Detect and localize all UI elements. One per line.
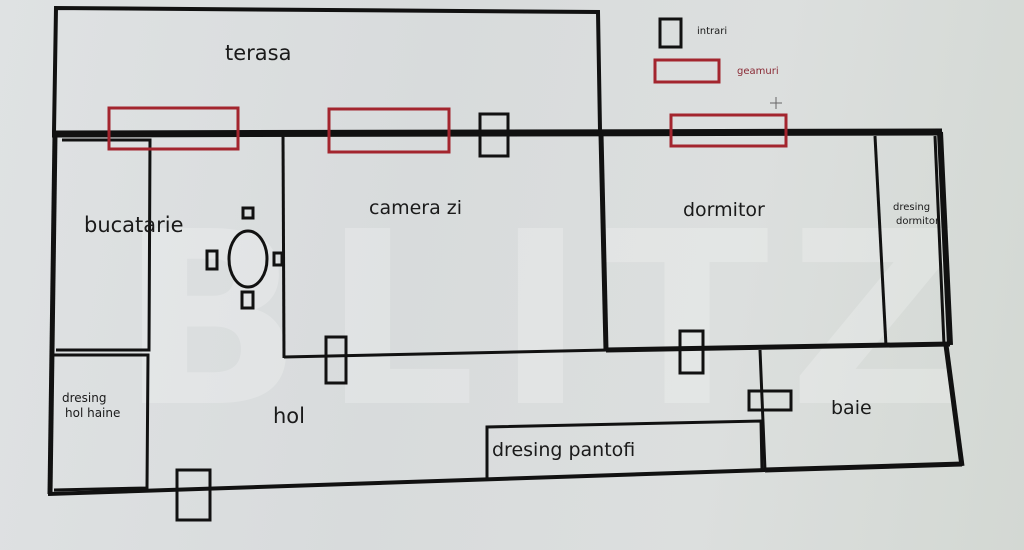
room-label-hall-closet-line1: dresing (62, 391, 107, 405)
chair-bottom (240, 290, 255, 310)
bathroom-bottom-wall (764, 461, 963, 473)
door-bathroom (747, 389, 793, 412)
room-label-terrace: terasa (225, 41, 292, 65)
living-bedroom-wall (598, 133, 609, 351)
room-label-bedroom-closet-line1: dresing (893, 202, 931, 213)
room-label-bedroom-closet-line2: dormitor (896, 216, 940, 227)
kitchen-wall (56, 138, 152, 352)
top-wall (51, 128, 943, 138)
door-terrace (478, 112, 510, 158)
cursor-crosshair-icon (770, 97, 782, 109)
living-left-wall (281, 133, 286, 359)
door-living (324, 335, 348, 385)
right-wall-outer (943, 344, 965, 467)
bedroom-closet-wall (873, 135, 888, 347)
chair-left (205, 249, 219, 271)
left-wall (47, 133, 58, 495)
chair-right (272, 251, 284, 267)
room-label-hall: hol (273, 404, 305, 428)
legend-window-symbol (653, 58, 721, 84)
room-label-bathroom: baie (831, 397, 872, 419)
living-bottom-wall (283, 348, 609, 359)
terrace-outline (52, 5, 602, 133)
window-bedroom (669, 113, 788, 148)
room-label-kitchen: bucatarie (84, 213, 184, 237)
bedroom-bottom-wall (605, 341, 951, 353)
bedroom-closet-right (933, 135, 946, 346)
right-wall-upper (937, 131, 953, 346)
hall-closet-wall (53, 353, 150, 492)
chair-top (241, 206, 255, 220)
room-label-living: camera zi (369, 197, 463, 219)
legend-window-label: geamuri (737, 66, 779, 77)
room-label-shoe-closet: dresing pantofi (492, 439, 636, 461)
window-living (327, 107, 451, 154)
shoe-closet-wall (485, 419, 764, 478)
door-bedroom (678, 329, 705, 375)
window-kitchen (107, 106, 240, 151)
bottom-wall (47, 468, 766, 496)
dining-table (227, 229, 269, 289)
legend-door-label: intrari (697, 26, 728, 37)
room-label-hall-closet-line2: hol haine (65, 406, 121, 420)
door-entrance (175, 468, 212, 522)
legend-door-symbol (658, 17, 683, 49)
room-label-bedroom: dormitor (683, 199, 765, 221)
